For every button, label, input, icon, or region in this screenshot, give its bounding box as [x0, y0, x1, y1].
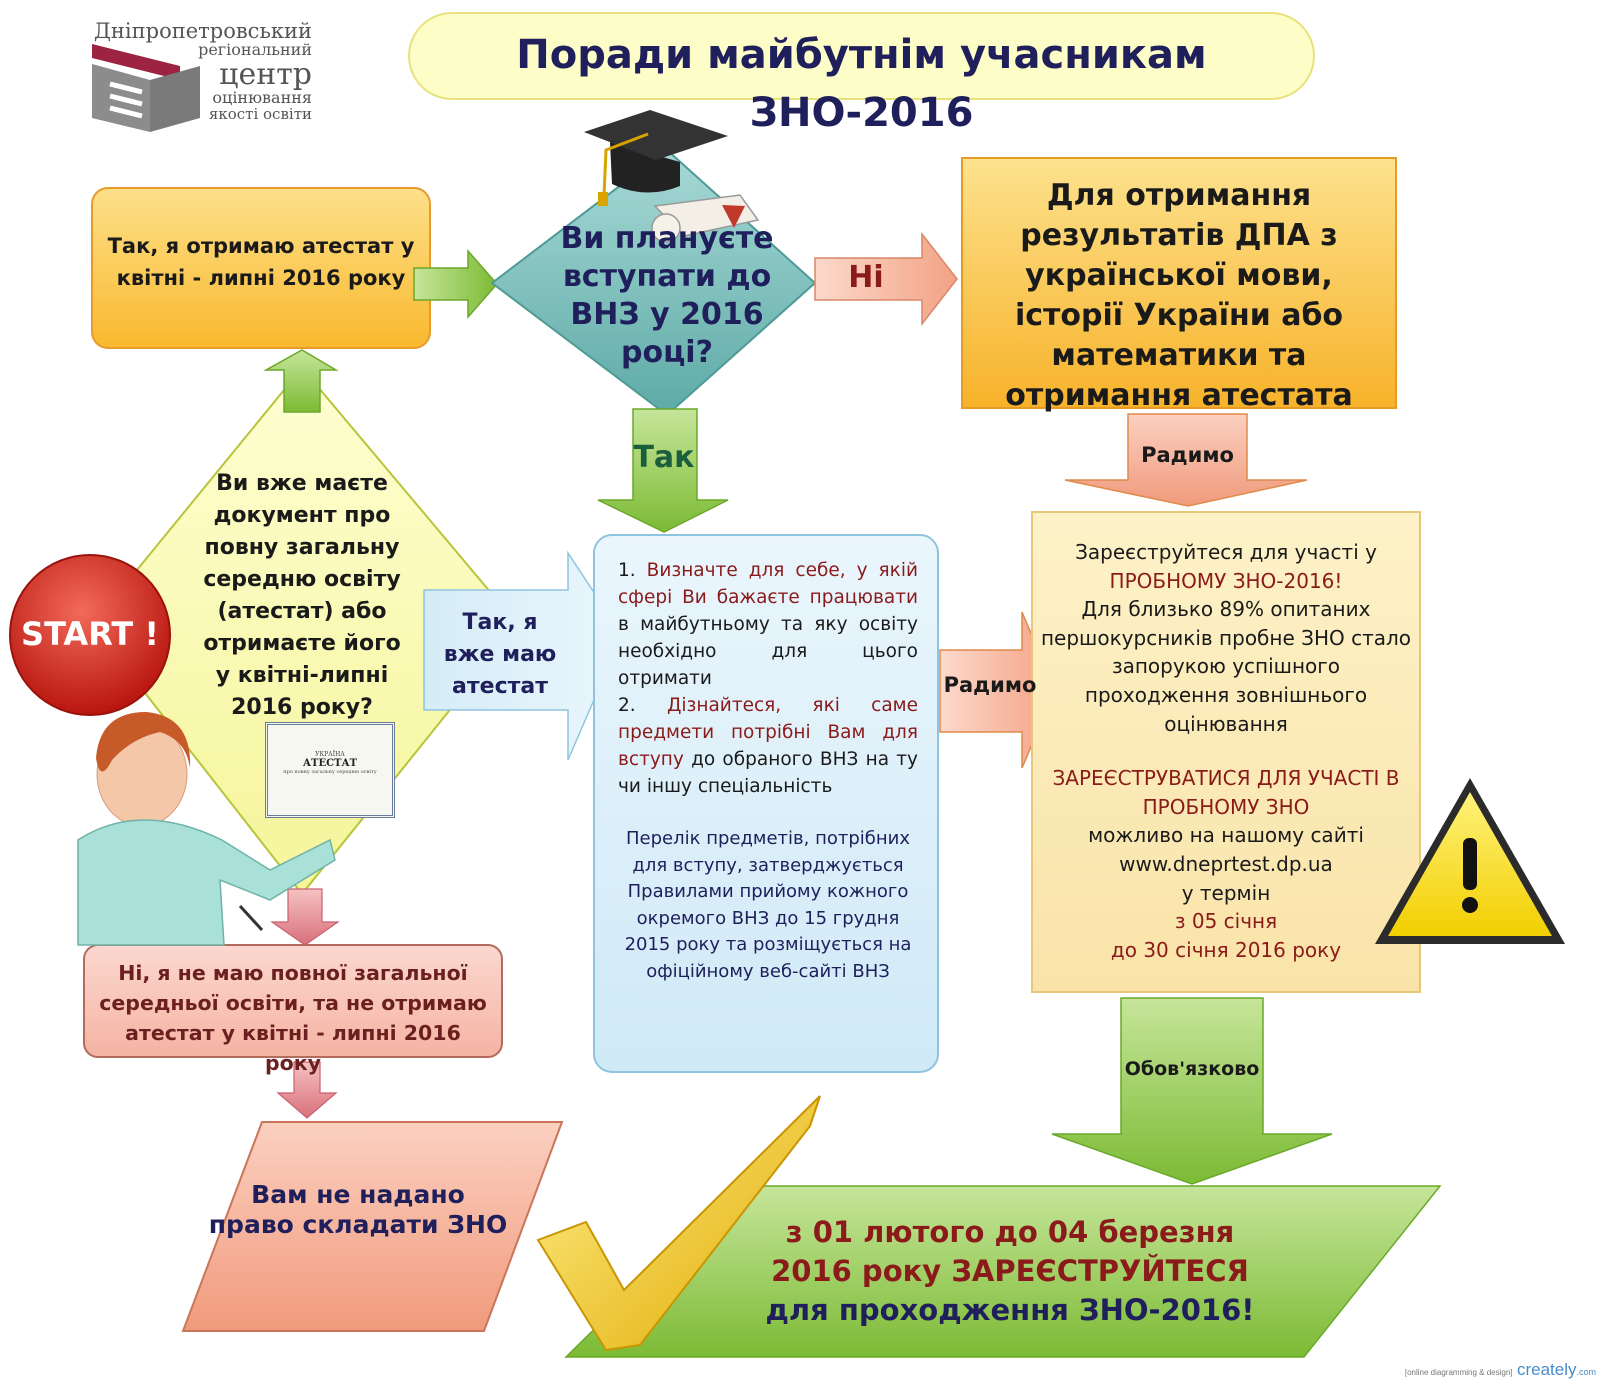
warning-icon	[1375, 778, 1565, 944]
watermark-brand: creately	[1516, 1360, 1577, 1379]
steps-text: 1. Визначте для себе, у якій сфері Ви ба…	[618, 557, 918, 985]
box-dpa-text: Для отримання результатів ДПА з українсь…	[1005, 178, 1353, 413]
final-text: з 01 лютого до 04 березня 2016 року ЗАРЕ…	[740, 1213, 1280, 1330]
watermark-tld: .com	[1576, 1367, 1596, 1377]
final-line-3b: ЗНО-2016!	[1078, 1293, 1255, 1327]
trial-line-5: можливо на нашому сайті	[1088, 823, 1364, 848]
arrow-advise-2-label: Радимо	[943, 673, 1037, 697]
step-1-highlight: Визначте для себе, у якій сфері Ви бажає…	[618, 560, 918, 608]
box-dpa-bg	[961, 157, 1397, 409]
certificate-image: УКРАЇНА АТЕСТАТ про повну загальну серед…	[265, 722, 395, 818]
teacher-illustration	[77, 712, 336, 946]
arrow-must-label: Обов'язково	[1124, 1058, 1260, 1080]
decision-vnz-text: Ви плануєте вступати до ВНЗ у 2016 році?	[560, 221, 774, 370]
trial-line-2: ПРОБНОМУ ЗНО-2016!	[1109, 568, 1343, 593]
step-1-number: 1.	[618, 560, 636, 581]
logo-line-5: якості освіти	[208, 105, 312, 124]
logo-book-icon	[92, 44, 200, 132]
certificate-title: АТЕСТАТ	[302, 758, 358, 769]
watermark-small: [online diagramming & design]	[1404, 1368, 1513, 1377]
arrow-no-to-result	[276, 1061, 338, 1119]
graduation-cap-icon	[584, 110, 760, 243]
arrow-yes-label: Так	[633, 440, 695, 475]
trial-line-1: Зареєструйтеся для участі у	[1075, 540, 1377, 564]
arrow-doc-to-no	[270, 888, 340, 946]
step-2-rest: до обраного ВНЗ на ту чи іншу спеціальні…	[618, 749, 918, 797]
watermark: [online diagramming & design] creately.c…	[1380, 1360, 1596, 1380]
box-no-bg	[83, 944, 503, 1058]
step-2-number: 2.	[618, 695, 636, 716]
certificate-caption: про повну загальну середню освіту	[283, 769, 377, 775]
trial-text: Зареєструйтеся для участі у ПРОБНОМУ ЗНО…	[1040, 538, 1412, 964]
final-line-3a: для проходження	[765, 1293, 1069, 1327]
title-pill	[408, 12, 1315, 100]
steps-box-bg	[593, 534, 939, 1073]
trial-line-3: Для близько 89% опитаних першокурсників …	[1040, 597, 1412, 736]
logo-line-4: оцінювання	[212, 88, 312, 108]
page-title: Поради майбутнім учасникам ЗНО-2016	[516, 32, 1207, 136]
logo-line-2: регіональний	[198, 40, 312, 60]
arrow-box-to-diamond	[413, 249, 498, 319]
certificate-sub: УКРАЇНА	[315, 751, 345, 758]
arrow-advise-1-label: Радимо	[1141, 443, 1234, 467]
final-line-1: з 01 лютого до 04 березня	[785, 1215, 1235, 1249]
logo-line-3: центр	[219, 56, 312, 92]
arrow-must	[1051, 997, 1333, 1185]
step-1-rest: в майбутньому та яку освіту необхідно дл…	[618, 614, 918, 689]
arrow-yes	[597, 408, 729, 533]
logo-line-1: Дніпропетровський	[93, 19, 312, 43]
arrow-no	[814, 231, 958, 327]
trial-line-7: у термін	[1181, 880, 1271, 905]
trial-line-9: до 30 січня 2016 року	[1110, 937, 1342, 962]
final-line-2b: ЗАРЕЄСТРУЙТЕСЯ	[951, 1254, 1249, 1288]
box-yes-april-text: Так, я отримаю атестат у квітні - липні …	[107, 234, 415, 290]
trial-line-8: з 05 січня	[1174, 909, 1278, 934]
arrow-no-label: Ні	[848, 260, 884, 295]
arrow-advise-1	[1064, 413, 1308, 507]
start-label[interactable]: START !	[21, 615, 159, 653]
logo: Дніпропетровський регіональний центр оці…	[88, 20, 312, 123]
decision-doc-text: Ви вже маєте документ про повну загальну…	[203, 471, 401, 720]
trial-line-4: ЗАРЕЄСТРУВАТИСЯ ДЛЯ УЧАСТІ В ПРОБНОМУ ЗН…	[1052, 766, 1400, 819]
final-line-2a: 2016 року	[771, 1254, 942, 1288]
trial-box-bg	[1031, 511, 1421, 993]
no-right-bg	[181, 1121, 564, 1332]
start-button-bg	[9, 554, 171, 716]
arrow-have-cert-label: Так, я вже маю атестат	[443, 610, 557, 699]
no-right-text: Вам не надано право складати ЗНО	[208, 1180, 508, 1239]
arrow-doc-to-box	[263, 349, 339, 413]
step-2-highlight: Дізнайтеся, які саме предмети потрібні В…	[618, 695, 918, 770]
checkmark-icon	[536, 1095, 821, 1352]
trial-website-link[interactable]: www.dneprtest.dp.ua	[1119, 851, 1333, 876]
steps-note: Перелік предметів, потрібних для вступу,…	[624, 828, 912, 982]
box-no-text: Ні, я не маю повної загальної середньої …	[99, 961, 487, 1075]
